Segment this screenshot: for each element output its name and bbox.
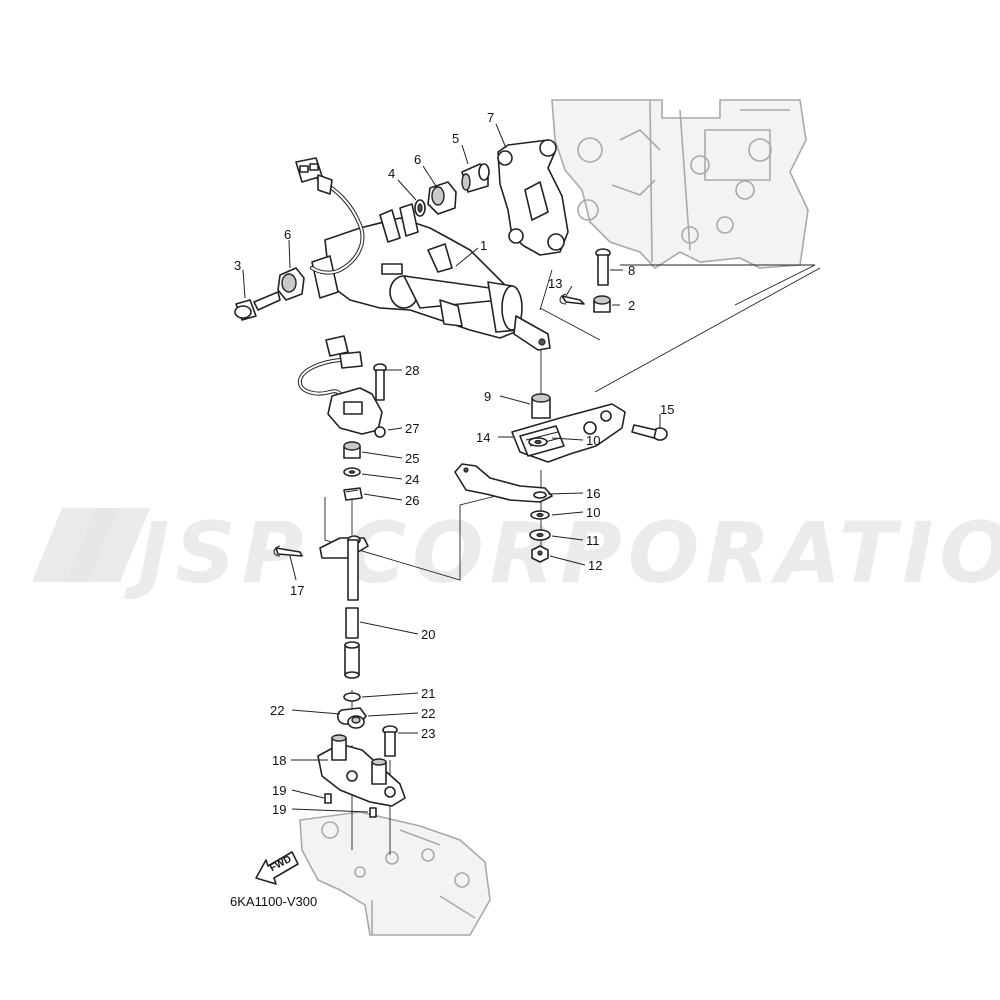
callout-1: 1 xyxy=(480,238,487,253)
callout-25: 25 xyxy=(405,451,419,466)
wire-harness-upper xyxy=(295,157,365,275)
callout-leader-lines xyxy=(242,123,661,813)
part-bolt-8 xyxy=(595,248,611,286)
callout-19-lower: 19 xyxy=(272,802,286,817)
part-cotter-pin-17 xyxy=(273,545,303,557)
callout-10-upper: 10 xyxy=(586,433,600,448)
callout-8: 8 xyxy=(628,263,635,278)
callout-20: 20 xyxy=(421,627,435,642)
part-bolt-23 xyxy=(382,725,398,757)
callout-4: 4 xyxy=(388,166,395,181)
callout-2: 2 xyxy=(628,298,635,313)
part-dowel-19-lower xyxy=(369,807,377,818)
callout-10-lower: 10 xyxy=(586,505,600,520)
callout-15: 15 xyxy=(660,402,674,417)
part-bushing-25 xyxy=(343,441,361,459)
callout-22-left: 22 xyxy=(270,703,284,718)
watermark-text: JSP CORPORATION xyxy=(124,504,1000,602)
fwd-arrow-icon: FWD xyxy=(255,851,299,885)
callout-27: 27 xyxy=(405,421,419,436)
callout-23: 23 xyxy=(421,726,435,741)
part-washer-10-upper xyxy=(528,437,548,447)
part-lever-plate-16 xyxy=(454,463,553,503)
callout-11: 11 xyxy=(586,533,600,548)
part-grommet-6-left xyxy=(277,267,305,301)
callout-12: 12 xyxy=(588,558,602,573)
callout-9: 9 xyxy=(484,389,491,404)
callout-22-right: 22 xyxy=(421,706,435,721)
callout-3: 3 xyxy=(234,258,241,273)
part-collar-22 xyxy=(336,707,367,729)
callout-6-left: 6 xyxy=(284,227,291,242)
callout-18: 18 xyxy=(272,753,286,768)
part-clip-26 xyxy=(343,487,363,501)
callout-26: 26 xyxy=(405,493,419,508)
callout-16: 16 xyxy=(586,486,600,501)
part-o-ring-21 xyxy=(343,692,361,702)
part-shift-assembly-1 xyxy=(311,203,551,351)
callout-21: 21 xyxy=(421,686,435,701)
part-nut-12 xyxy=(531,545,549,563)
part-washer-24 xyxy=(343,467,361,477)
part-washer-10-lower xyxy=(530,510,550,520)
part-bushing-5 xyxy=(461,163,490,193)
part-spacer-9 xyxy=(531,393,551,419)
part-bolt-3 xyxy=(234,291,281,321)
part-shift-rod-20 xyxy=(319,535,369,679)
part-shift-lever-14 xyxy=(511,403,626,463)
callout-28: 28 xyxy=(405,363,419,378)
callout-19-upper: 19 xyxy=(272,783,286,798)
callout-14: 14 xyxy=(476,430,490,445)
lower-casing-outline xyxy=(299,811,491,936)
callout-24: 24 xyxy=(405,472,419,487)
callout-13: 13 xyxy=(548,276,562,291)
callout-17: 17 xyxy=(290,583,304,598)
part-switch-27 xyxy=(297,335,386,438)
part-bolt-15 xyxy=(631,424,668,441)
part-washer-11 xyxy=(529,529,551,541)
part-bolt-28 xyxy=(373,363,387,401)
watermark: JSP CORPORATION xyxy=(32,504,1000,602)
part-bracket-7 xyxy=(497,139,569,256)
part-grommet-6-upper xyxy=(427,181,457,215)
engine-block-outline xyxy=(551,99,809,270)
part-cotter-pin-13 xyxy=(559,293,585,305)
diagram-code: 6KA1100-V300 xyxy=(230,894,317,909)
part-dowel-19-upper xyxy=(324,793,332,804)
callout-5: 5 xyxy=(452,131,459,146)
callout-labels: 1 2 3 4 5 6 6 7 8 9 10 10 11 12 13 14 15… xyxy=(234,110,674,817)
part-washer-4 xyxy=(414,199,426,217)
callout-7: 7 xyxy=(487,110,494,125)
part-bracket-18 xyxy=(317,734,406,807)
part-collar-2 xyxy=(593,295,611,313)
callout-6-upper: 6 xyxy=(414,152,421,167)
